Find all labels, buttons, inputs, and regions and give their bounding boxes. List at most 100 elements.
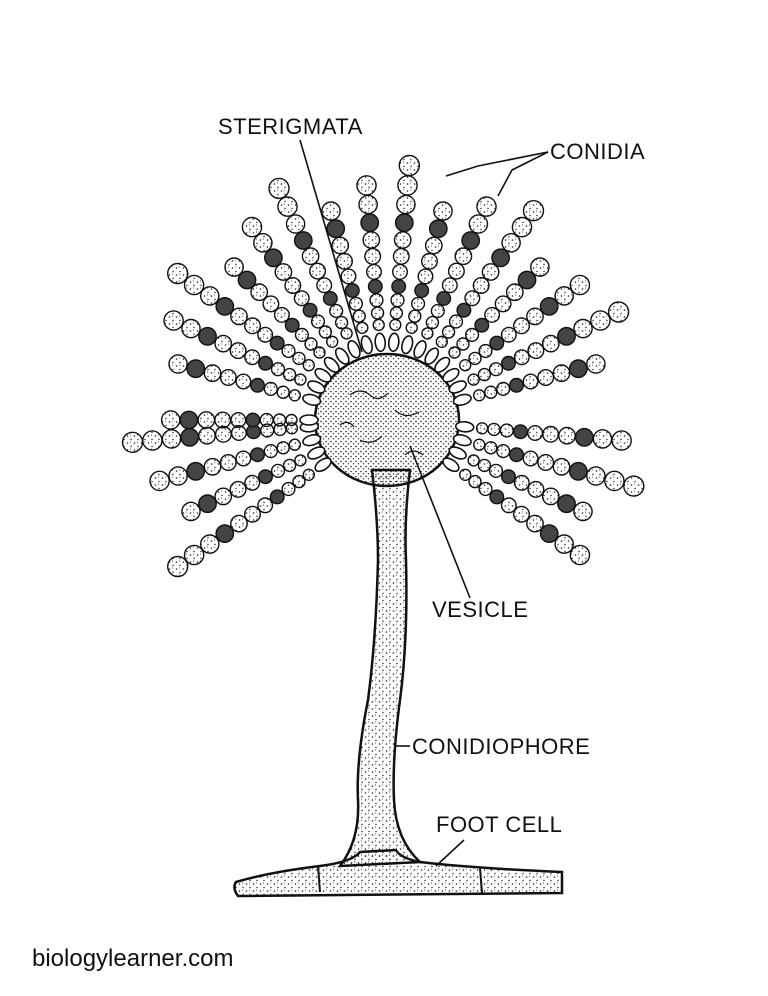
conidium	[459, 359, 472, 372]
conidium	[344, 283, 360, 299]
conidium	[461, 231, 481, 250]
conidium	[276, 441, 290, 455]
sterigma	[314, 367, 332, 383]
conidium	[282, 367, 297, 382]
hypha-septum-right	[479, 867, 483, 894]
conidium	[214, 425, 232, 443]
conidium	[294, 373, 307, 386]
conidium	[539, 296, 559, 316]
conidium	[243, 505, 261, 523]
conidium	[334, 315, 349, 330]
conidium	[183, 544, 205, 566]
conidium	[552, 457, 571, 476]
conidium	[611, 430, 632, 451]
conidium	[527, 342, 545, 360]
conidium	[292, 474, 306, 489]
conidium	[282, 458, 297, 473]
conidium	[269, 335, 285, 351]
conidium	[513, 424, 529, 440]
conidium	[215, 524, 235, 543]
conidium	[166, 262, 189, 285]
conidium	[558, 426, 576, 445]
conidium	[513, 349, 530, 366]
conidium	[199, 286, 220, 306]
conidium	[326, 335, 339, 348]
conidium	[557, 326, 576, 346]
conidium	[199, 534, 220, 554]
conidium	[262, 295, 280, 313]
conidium	[481, 263, 500, 281]
sterigma	[360, 335, 373, 355]
conidium	[214, 334, 233, 353]
conidium	[274, 263, 293, 281]
conidium	[230, 412, 247, 429]
conidium	[392, 247, 410, 265]
conidium	[541, 487, 560, 506]
label-sterigmata: STERIGMATA	[218, 114, 363, 139]
conidium	[505, 283, 524, 302]
conidium	[517, 270, 537, 290]
sterigma	[347, 340, 361, 359]
vesicle-head	[313, 352, 461, 488]
conidium	[258, 355, 274, 371]
conidium	[476, 196, 497, 217]
conidium	[568, 461, 588, 481]
conidium	[569, 544, 591, 566]
conidium	[522, 199, 545, 222]
conidium	[526, 514, 544, 533]
source-credit: biologylearner.com	[32, 945, 234, 972]
conidium	[181, 318, 201, 339]
conidium	[292, 351, 306, 366]
conidium	[293, 290, 310, 307]
sterigma	[401, 335, 414, 355]
label-foot-cell: FOOT CELL	[436, 812, 562, 837]
conidium	[590, 310, 611, 331]
conidium	[366, 263, 383, 280]
conidium	[244, 349, 261, 366]
conidium	[501, 355, 517, 371]
conidium	[230, 514, 248, 533]
sterigma	[387, 332, 400, 353]
conidium	[250, 283, 269, 302]
conidium	[302, 468, 315, 481]
conidium	[310, 314, 326, 329]
conidium	[478, 481, 493, 497]
sterigma	[448, 446, 467, 460]
conidium	[494, 295, 512, 313]
conidium	[270, 463, 286, 478]
conidium	[500, 326, 517, 343]
conidium	[302, 302, 318, 318]
conidium	[203, 457, 222, 476]
conidium	[356, 321, 369, 334]
conidium	[257, 497, 274, 514]
conidium	[391, 279, 407, 295]
conidium	[161, 429, 182, 449]
conidium	[244, 474, 261, 491]
conidium	[230, 307, 248, 326]
conidium	[527, 480, 545, 498]
sterigma	[434, 356, 451, 373]
conidia-pointer-2	[497, 151, 549, 197]
conidia-chains	[121, 154, 645, 578]
conidium	[468, 351, 482, 366]
conidium	[513, 317, 531, 335]
label-vesicle: VESICLE	[432, 597, 528, 622]
conidium	[322, 291, 338, 307]
sterigmata-pointer	[299, 139, 363, 353]
sterigma	[413, 340, 427, 359]
conidium	[263, 381, 278, 397]
conidium	[302, 359, 315, 372]
conidium	[257, 326, 274, 343]
conidium	[459, 468, 472, 481]
sterigma	[448, 380, 467, 394]
conidium	[293, 231, 313, 250]
conidium	[219, 369, 237, 387]
conidium	[574, 427, 594, 447]
sterigma	[302, 434, 322, 447]
conidium	[198, 326, 217, 346]
conidium	[489, 335, 505, 351]
conidium	[364, 247, 382, 265]
conidium	[473, 438, 486, 451]
conidium	[554, 286, 575, 306]
conidium	[537, 454, 555, 472]
